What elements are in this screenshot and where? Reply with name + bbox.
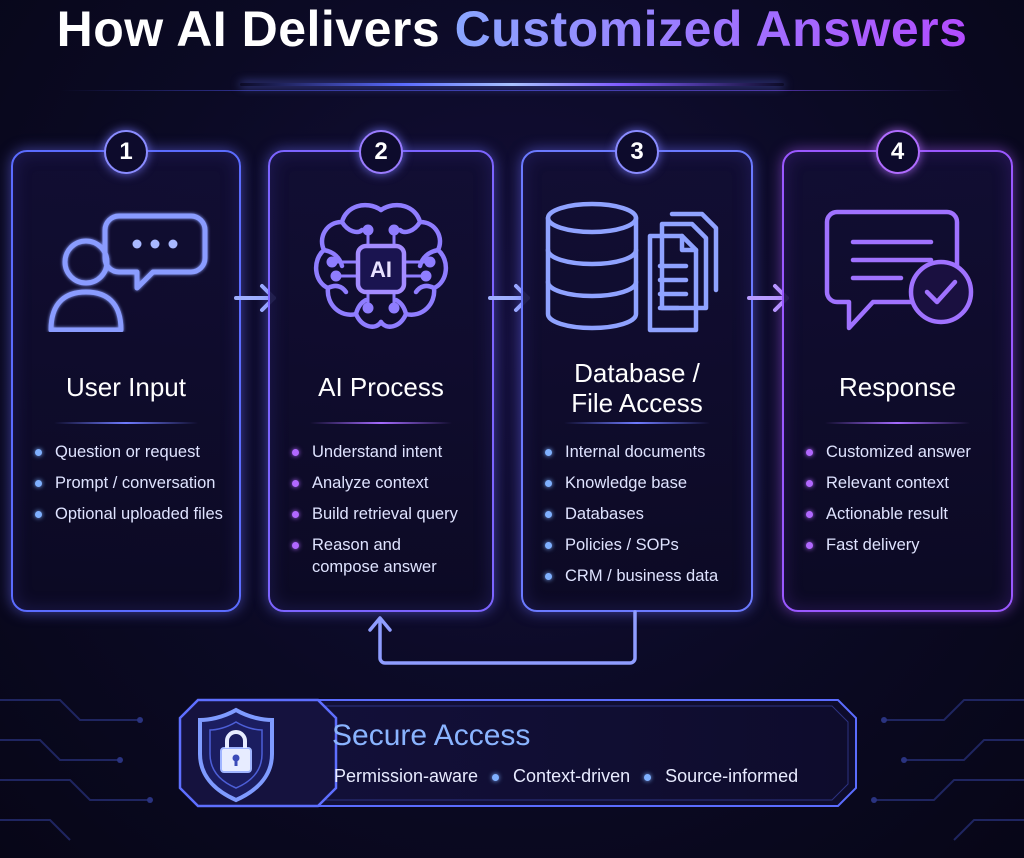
response-check-icon bbox=[824, 209, 973, 331]
feedback-loop-arrow-icon bbox=[368, 610, 637, 665]
title-main: How AI Delivers bbox=[56, 1, 441, 57]
list-item: Prompt / conversation bbox=[35, 473, 223, 494]
bullet-list: Question or request Prompt / conversatio… bbox=[35, 442, 223, 535]
list-item: Analyze context bbox=[292, 473, 458, 494]
step-card-database-access: 3 Database /File Access Internal documen… bbox=[521, 130, 753, 612]
step-title-line2: File Access bbox=[571, 388, 703, 418]
bullet-list: Internal documents Knowledge base Databa… bbox=[545, 442, 718, 597]
list-item: Internal documents bbox=[545, 442, 718, 463]
secure-item: Source-informed bbox=[665, 766, 799, 786]
title-accent: Customized Answers bbox=[454, 1, 968, 57]
list-item: Knowledge base bbox=[545, 473, 718, 494]
list-item: compose answer bbox=[312, 558, 437, 576]
step-card-response: 4 Response Customized answer Relevant co… bbox=[782, 130, 1013, 612]
title-underline bbox=[309, 422, 453, 424]
title-divider-line bbox=[60, 90, 964, 91]
list-item: Optional uploaded files bbox=[35, 504, 223, 525]
circuit-decoration-icon bbox=[871, 699, 1024, 841]
step-number-badge: 1 bbox=[104, 130, 148, 174]
title-divider-glow bbox=[240, 83, 784, 86]
step-number-badge: 2 bbox=[359, 130, 403, 174]
list-item: Relevant context bbox=[806, 473, 971, 494]
shield-lock-icon bbox=[198, 707, 274, 803]
step-number-badge: 3 bbox=[615, 130, 659, 174]
secure-access-panel bbox=[178, 698, 857, 808]
title-underline bbox=[53, 422, 199, 424]
database-documents-icon bbox=[545, 201, 719, 333]
secure-access-items: Permission-aware Context-driven Source-inf… bbox=[334, 764, 798, 788]
list-item: Customized answer bbox=[806, 442, 971, 463]
title-underline bbox=[564, 422, 710, 424]
list-item: Question or request bbox=[35, 442, 223, 463]
step-number-badge: 4 bbox=[875, 130, 920, 174]
list-item: Databases bbox=[545, 504, 718, 525]
step-title: Response bbox=[838, 372, 957, 402]
bullet-list: Customized answer Relevant context Actio… bbox=[806, 442, 971, 566]
secure-item: Permission-aware bbox=[334, 766, 479, 786]
step-title: Database /File Access bbox=[523, 358, 751, 418]
bullet-list: Understand intent Analyze context Build … bbox=[292, 442, 458, 588]
user-chat-icon bbox=[48, 213, 208, 332]
step-card-ai-process: 2 AI AI Process bbox=[268, 130, 494, 612]
step-card-user-input: 1 User Input Question or request Prompt … bbox=[11, 130, 241, 612]
ai-chip-label: AI bbox=[370, 257, 392, 282]
list-item: Understand intent bbox=[292, 442, 458, 463]
bullet-dot bbox=[644, 773, 652, 781]
list-item: Policies / SOPs bbox=[545, 535, 718, 556]
step-title: User Input bbox=[66, 372, 186, 402]
title-underline bbox=[824, 422, 971, 424]
list-item: Reason and bbox=[292, 535, 458, 556]
step-title: AI Process bbox=[318, 372, 444, 402]
ai-brain-icon: AI bbox=[314, 202, 448, 329]
circuit-decoration-icon bbox=[0, 699, 153, 841]
list-item: Build retrieval query bbox=[292, 504, 458, 525]
step-title-line1: Database / bbox=[574, 358, 700, 388]
page-title: How AI Delivers Customized Answers bbox=[0, 0, 1024, 60]
list-item: Fast delivery bbox=[806, 535, 971, 556]
bullet-dot bbox=[492, 773, 500, 781]
secure-item: Context-driven bbox=[513, 766, 631, 786]
list-item: CRM / business data bbox=[545, 566, 718, 587]
secure-access-title: Secure Access bbox=[332, 719, 531, 752]
list-item: Actionable result bbox=[806, 504, 971, 525]
